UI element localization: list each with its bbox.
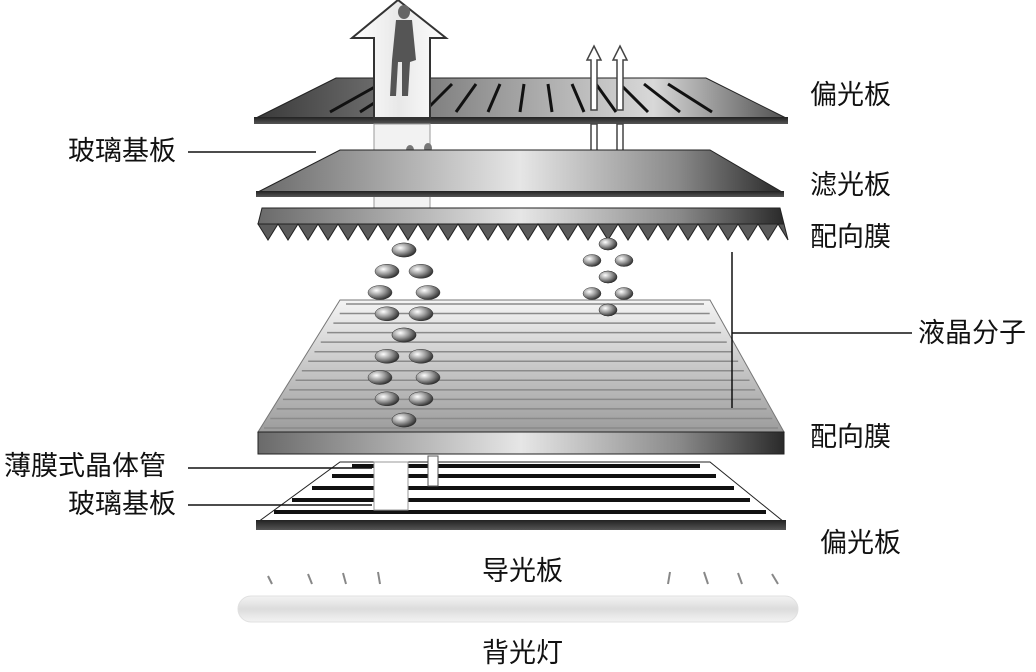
label-backlight: 背光灯 [482, 640, 563, 667]
label-light-guide-plate: 导光板 [482, 558, 563, 585]
label-color-filter: 滤光板 [810, 172, 891, 199]
label-thin-film-transistor: 薄膜式晶体管 [4, 453, 166, 480]
label-liquid-crystal-molecules: 液晶分子 [918, 320, 1026, 347]
label-glass-substrate-top: 玻璃基板 [68, 138, 176, 165]
top-alignment-film-layer [258, 208, 788, 240]
label-alignment-film-bottom: 配向膜 [810, 424, 891, 451]
label-alignment-film-top: 配向膜 [810, 224, 891, 251]
tft-glass-layer [258, 456, 784, 522]
label-glass-substrate-bottom: 玻璃基板 [68, 491, 176, 518]
top-polarizer-layer [254, 78, 788, 124]
bottom-alignment-film-layer [258, 432, 784, 454]
label-polarizer-top: 偏光板 [810, 82, 891, 109]
color-filter-layer [256, 150, 784, 197]
bottom-polarizer-layer [256, 520, 786, 530]
liquid-crystal-layer [258, 300, 784, 432]
backlight-tube [238, 596, 798, 622]
label-polarizer-bottom: 偏光板 [820, 530, 901, 557]
